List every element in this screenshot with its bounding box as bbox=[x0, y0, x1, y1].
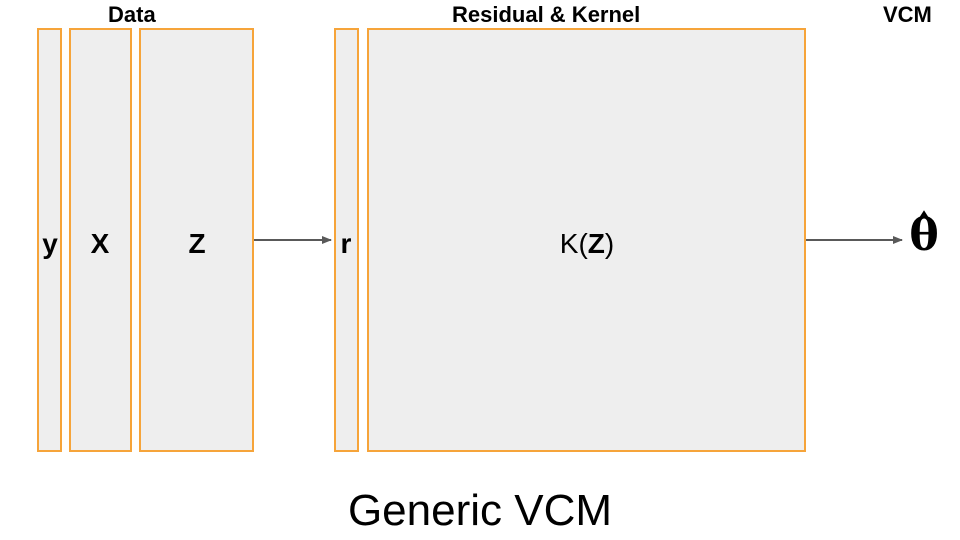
block-z bbox=[139, 28, 254, 452]
block-x bbox=[69, 28, 132, 452]
label-r: r bbox=[340, 228, 352, 259]
kernel-prefix: K( bbox=[559, 228, 588, 259]
kernel-arg: Z bbox=[587, 228, 605, 259]
label-y: y bbox=[42, 228, 58, 259]
block-kernel bbox=[367, 28, 806, 452]
label-x: X bbox=[90, 228, 110, 259]
theta-symbol: θ bbox=[909, 210, 939, 261]
header-residual-kernel: Residual & Kernel bbox=[452, 2, 641, 27]
block-y bbox=[37, 28, 62, 452]
header-vcm: VCM bbox=[883, 2, 932, 27]
diagram-title: Generic VCM bbox=[347, 486, 613, 535]
label-z: Z bbox=[188, 228, 206, 259]
block-r bbox=[334, 28, 359, 452]
header-data: Data bbox=[108, 2, 156, 27]
hat-accent-icon bbox=[913, 210, 935, 228]
output-theta-hat: θ bbox=[906, 208, 942, 272]
kernel-suffix: ) bbox=[604, 228, 615, 259]
label-kernel: K(Z) bbox=[560, 228, 614, 260]
